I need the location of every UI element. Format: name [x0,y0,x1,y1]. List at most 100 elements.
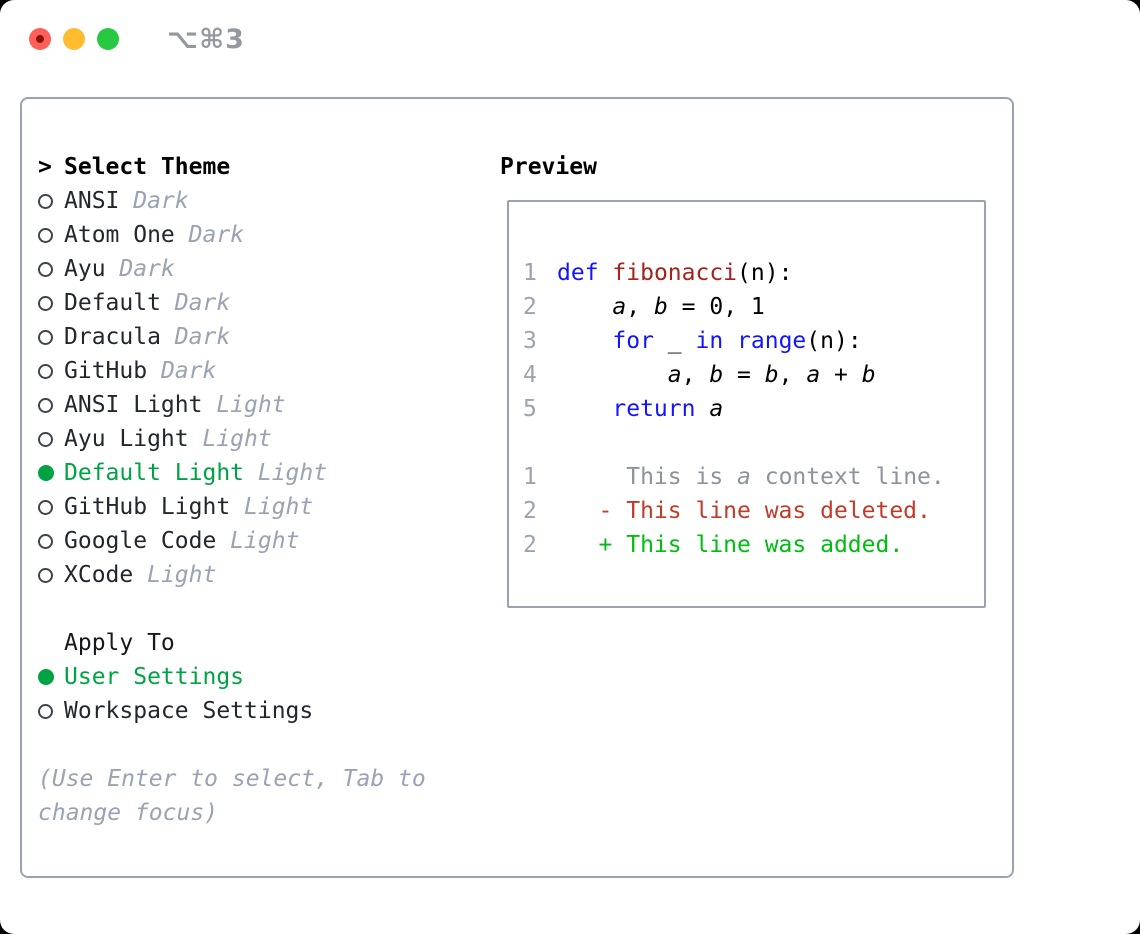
line-number: 2 [523,498,537,524]
code-block: 1 def fibonacci(n): 2 a, b = 0, 1 3 for _ i… [523,256,984,426]
theme-option-ansi-dark[interactable]: ANSI Dark [38,184,488,218]
radio-icon [38,261,53,277]
theme-name: Ayu [64,256,106,282]
theme-option-ayu-dark[interactable]: Ayu Dark [38,252,488,286]
theme-variant: Dark [147,358,217,384]
theme-option-default-dark[interactable]: Default Dark [38,286,488,320]
theme-name: Atom One [64,222,175,248]
theme-name: ANSI [64,188,120,214]
gutter [38,252,64,286]
diff-line: 2 + This line was added. [523,528,984,562]
theme-option-google-code-light[interactable]: Google Code Light [38,524,488,558]
preview-box: 1 def fibonacci(n): 2 a, b = 0, 1 3 for _ i… [507,200,986,608]
line-content: + This line was added. [598,532,904,558]
theme-option-ayu-light-light[interactable]: Ayu Light Light [38,422,488,456]
theme-name: GitHub [64,358,148,384]
line-number: 4 [523,362,537,388]
traffic-light-zoom-button[interactable] [97,28,119,50]
gutter [38,558,64,592]
apply-option-workspace-settings[interactable]: Workspace Settings [38,694,488,728]
line-number: 2 [523,532,537,558]
theme-option-dracula-dark[interactable]: Dracula Dark [38,320,488,354]
line-content: for _ in range(n): [612,328,862,354]
gutter [38,456,64,490]
theme-name: XCode [64,562,134,588]
apply-option-user-settings[interactable]: User Settings [38,660,488,694]
theme-option-github-dark[interactable]: GitHub Dark [38,354,488,388]
selection-cursor: > [38,154,52,180]
code-line: 4 a, b = b, a + b [523,358,984,392]
apply-section-header: Apply To [38,626,488,660]
radio-icon [38,329,53,345]
theme-name: GitHub Light [64,494,231,520]
gutter [38,218,64,252]
line-content: - This line was deleted. [598,498,931,524]
line-content: return a [612,396,724,422]
line-number: 1 [523,260,537,286]
window-title: ⌥⌘3 [167,23,245,55]
diff-block: 1 This is a context line.2 - This line w… [523,460,984,562]
line-number: 2 [523,294,537,320]
line-content: a, b = 0, 1 [612,294,765,320]
theme-name: Default Light [64,460,245,486]
preview-header: Preview [500,154,597,180]
theme-section-title: Select Theme [64,154,231,180]
theme-variant: Light [202,392,286,418]
line-content: a, b = b, a + b [667,362,876,388]
theme-option-xcode-light[interactable]: XCode Light [38,558,488,592]
radio-icon [38,295,53,311]
radio-icon [38,499,53,515]
line-content: def fibonacci(n): [557,260,793,286]
code-line: 3 for _ in range(n): [523,324,984,358]
gutter [38,388,64,422]
theme-name: Dracula [64,324,161,350]
theme-option-default-light-light[interactable]: Default Light Light [38,456,488,490]
preview-pane: Preview 1 def fibonacci(n): 2 a, b = 0, 1 3… [500,150,986,608]
theme-variant: Light [244,460,328,486]
theme-name: Ayu Light [64,426,189,452]
gutter [38,524,64,558]
traffic-light-close-button[interactable] [29,28,51,50]
titlebar: ⌥⌘3 [29,24,245,55]
radio-icon [38,397,53,413]
radio-icon [38,431,53,447]
gutter [38,660,64,694]
theme-variant: Light [188,426,272,452]
line-number: 3 [523,328,537,354]
theme-variant: Dark [119,188,189,214]
line-content: This is a context line. [557,464,945,490]
gutter [38,286,64,320]
gutter [38,490,64,524]
theme-variant: Dark [160,290,231,316]
traffic-light-minimize-button[interactable] [63,28,85,50]
diff-line: 2 - This line was deleted. [523,494,984,528]
theme-variant: Light [133,562,217,588]
gutter [38,184,64,218]
radio-icon [38,227,53,243]
code-line: 5 return a [523,392,984,426]
radio-selected-icon [38,669,54,685]
theme-option-github-light-light[interactable]: GitHub Light Light [38,490,488,524]
theme-variant: Light [230,494,314,520]
gutter [38,626,64,660]
theme-name: ANSI Light [64,392,203,418]
radio-icon [38,193,53,209]
theme-variant: Dark [105,256,175,282]
spacer [523,426,984,460]
gutter [38,320,64,354]
close-dot-icon [36,35,44,43]
line-number: 1 [523,464,537,490]
diff-line: 1 This is a context line. [523,460,984,494]
theme-option-atom-one-dark[interactable]: Atom One Dark [38,218,488,252]
line-number: 5 [523,396,537,422]
radio-selected-icon [38,465,54,481]
radio-icon [38,363,53,379]
theme-option-ansi-light-light[interactable]: ANSI Light Light [38,388,488,422]
radio-icon [38,567,53,583]
theme-name: Google Code [64,528,217,554]
